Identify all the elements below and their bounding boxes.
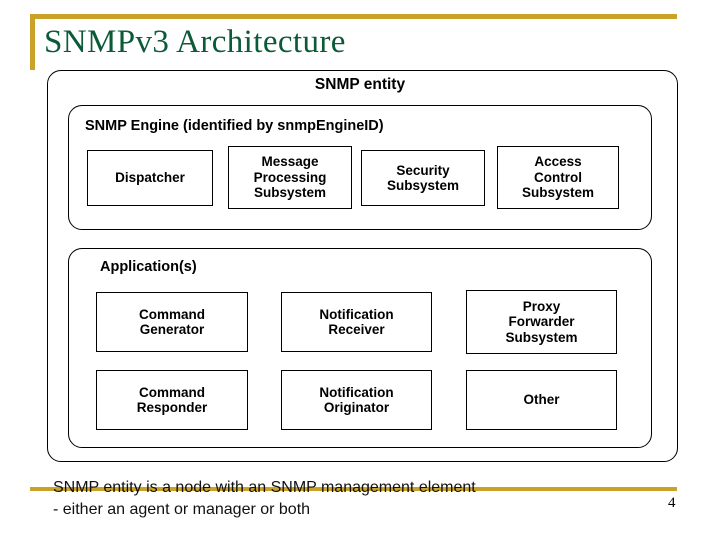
- snmp-entity-label: SNMP entity: [314, 76, 406, 93]
- title-rule-top: [30, 14, 677, 19]
- engine-cell-dispatcher[interactable]: Dispatcher: [87, 150, 213, 206]
- engine-cell-message-processing-subsystem[interactable]: Message Processing Subsystem: [228, 146, 352, 209]
- application-cell-other[interactable]: Other: [466, 370, 617, 430]
- application-cell-notification-originator[interactable]: Notification Originator: [281, 370, 432, 430]
- footer-rule: [30, 487, 677, 491]
- engine-cell-access-control-subsystem-text: Access Control Subsystem: [521, 154, 595, 201]
- title-rule-left: [30, 14, 35, 70]
- page-title: SNMPv3 Architecture: [44, 24, 346, 60]
- snmp-engine-label: SNMP Engine (identified by snmpEngineID): [85, 118, 384, 134]
- engine-cell-access-control-subsystem[interactable]: Access Control Subsystem: [497, 146, 619, 209]
- application-cell-command-responder[interactable]: Command Responder: [96, 370, 248, 430]
- application-cell-command-generator[interactable]: Command Generator: [96, 292, 248, 352]
- applications-label: Application(s): [100, 259, 197, 275]
- page-number: 4: [668, 495, 676, 511]
- application-cell-proxy-forwarder-subsystem[interactable]: Proxy Forwarder Subsystem: [466, 290, 617, 354]
- application-cell-notification-receiver[interactable]: Notification Receiver: [281, 292, 432, 352]
- engine-cell-security-subsystem[interactable]: Security Subsystem: [361, 150, 485, 206]
- footer-note: SNMP entity is a node with an SNMP manag…: [53, 479, 476, 518]
